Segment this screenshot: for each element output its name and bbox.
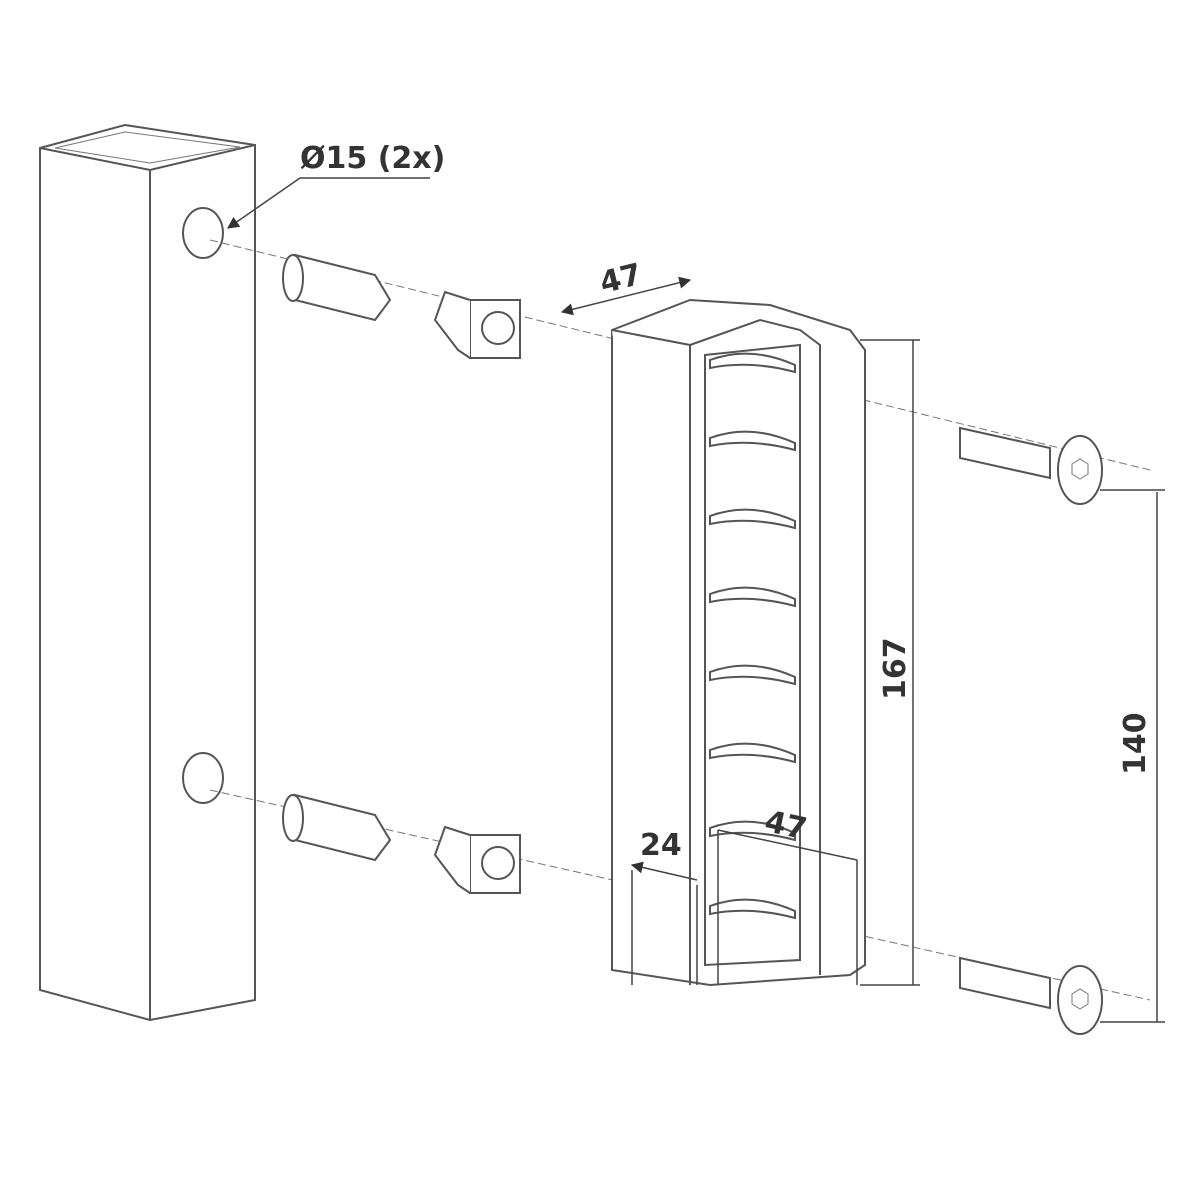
bushing-bottom <box>282 793 392 862</box>
hinge-rib <box>709 352 796 374</box>
hinge-rib <box>709 742 796 764</box>
hinge-rib <box>709 664 796 686</box>
hole-diameter-label: Ø15 (2x) <box>300 141 445 176</box>
height-label: 167 <box>878 637 913 700</box>
hinge-rib <box>709 820 796 842</box>
height-dimension <box>860 339 920 986</box>
post-hole-bottom <box>182 752 224 804</box>
hinge-rib <box>709 898 796 920</box>
top-width-label: 47 <box>596 257 645 301</box>
hole-spacing-dimension <box>1100 489 1165 1023</box>
bushing-top <box>282 253 392 322</box>
screw-bottom <box>959 956 1103 1035</box>
bottom-width-dimension <box>717 829 858 985</box>
depth-label: 24 <box>640 828 682 863</box>
bottom-width-label: 47 <box>762 804 810 847</box>
hinge-rib <box>709 430 796 452</box>
top-width-dimension <box>560 276 692 316</box>
hole-spacing-label: 140 <box>1118 712 1153 775</box>
square-post <box>39 123 256 1022</box>
hole-leader <box>228 177 430 228</box>
hinge-rib <box>709 586 796 608</box>
insert-top <box>433 290 521 359</box>
hinge-rib <box>709 508 796 530</box>
hinge-body <box>611 298 866 987</box>
screw-top <box>959 426 1103 505</box>
post-hole-top <box>182 207 224 259</box>
insert-bottom <box>433 825 521 894</box>
depth-dimension <box>632 865 698 985</box>
